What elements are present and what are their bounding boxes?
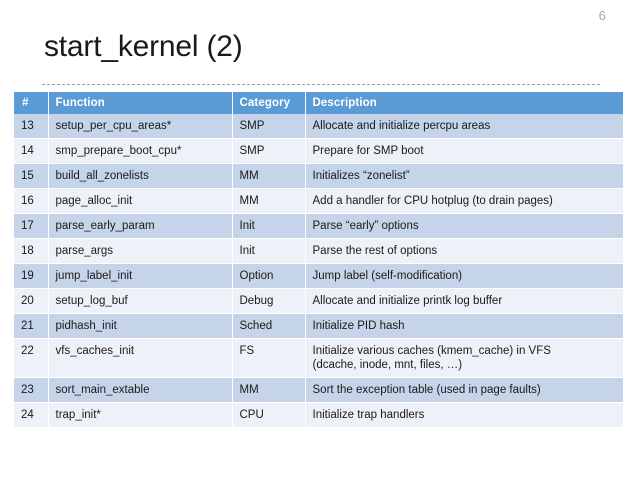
cell-description: Jump label (self-modification)	[305, 263, 623, 289]
page-number: 6	[598, 8, 606, 23]
cell-description: Allocate and initialize percpu areas	[305, 114, 623, 139]
cell-description: Parse “early” options	[305, 213, 623, 239]
cell-description-line: Prepare for SMP boot	[312, 145, 424, 157]
cell-description-line: (dcache, inode, mnt, files, …)	[312, 359, 463, 371]
cell-description-line: Allocate and initialize percpu areas	[312, 120, 491, 132]
cell-description-line: Parse “early” options	[312, 220, 419, 232]
cell-description: Initialize trap handlers	[305, 402, 623, 427]
cell-category: FS	[232, 338, 306, 378]
column-header-category: Category	[232, 92, 306, 114]
column-header-function: Function	[48, 92, 233, 114]
cell-number: 18	[14, 238, 49, 264]
cell-category: Option	[232, 263, 306, 289]
cell-function: setup_log_buf	[48, 288, 233, 314]
cell-category: MM	[232, 163, 306, 189]
placeholder-border	[42, 84, 600, 85]
cell-category: SMP	[232, 114, 306, 139]
cell-description-line: Add a handler for CPU hotplug (to drain …	[312, 195, 553, 207]
cell-description-line: Jump label (self-modification)	[312, 270, 463, 282]
cell-description-line: Sort the exception table (used in page f…	[312, 384, 541, 396]
cell-number: 14	[14, 138, 49, 164]
cell-number: 23	[14, 377, 49, 403]
cell-description-line: Initialize PID hash	[312, 320, 405, 332]
cell-description: Initialize various caches (kmem_cache) i…	[305, 338, 623, 378]
cell-function: jump_label_init	[48, 263, 233, 289]
page-title: start_kernel (2)	[44, 30, 243, 63]
cell-description: Initializes “zonelist”	[305, 163, 623, 189]
cell-category: Debug	[232, 288, 306, 314]
cell-number: 21	[14, 313, 49, 339]
cell-number: 20	[14, 288, 49, 314]
cell-description: Prepare for SMP boot	[305, 138, 623, 164]
cell-function: pidhash_init	[48, 313, 233, 339]
cell-description: Allocate and initialize printk log buffe…	[305, 288, 623, 314]
cell-function: trap_init*	[48, 402, 233, 427]
cell-function: page_alloc_init	[48, 188, 233, 214]
cell-description-line: Allocate and initialize printk log buffe…	[312, 295, 503, 307]
cell-number: 17	[14, 213, 49, 239]
cell-category: SMP	[232, 138, 306, 164]
cell-description-line: Parse the rest of options	[312, 245, 438, 257]
cell-number: 15	[14, 163, 49, 189]
cell-category: Sched	[232, 313, 306, 339]
cell-description: Initialize PID hash	[305, 313, 623, 339]
cell-category: MM	[232, 377, 306, 403]
cell-function: setup_per_cpu_areas*	[48, 114, 233, 139]
cell-function: vfs_caches_init	[48, 338, 233, 378]
cell-description: Add a handler for CPU hotplug (to drain …	[305, 188, 623, 214]
cell-number: 24	[14, 402, 49, 427]
table-header-row: # Function Category Description	[14, 92, 623, 114]
cell-number: 16	[14, 188, 49, 214]
column-header-number: #	[14, 92, 49, 114]
cell-number: 19	[14, 263, 49, 289]
column-header-description: Description	[305, 92, 623, 114]
cell-description: Parse the rest of options	[305, 238, 623, 264]
cell-description-line: Initialize various caches (kmem_cache) i…	[312, 345, 551, 357]
cell-function: build_all_zonelists	[48, 163, 233, 189]
cell-function: parse_early_param	[48, 213, 233, 239]
cell-description-line: Initializes “zonelist”	[312, 170, 410, 182]
cell-category: CPU	[232, 402, 306, 427]
cell-category: Init	[232, 238, 306, 264]
cell-function: parse_args	[48, 238, 233, 264]
cell-function: smp_prepare_boot_cpu*	[48, 138, 233, 164]
cell-category: MM	[232, 188, 306, 214]
cell-function: sort_main_extable	[48, 377, 233, 403]
cell-category: Init	[232, 213, 306, 239]
cell-description-line: Initialize trap handlers	[312, 409, 425, 421]
cell-number: 13	[14, 114, 49, 139]
cell-description: Sort the exception table (used in page f…	[305, 377, 623, 403]
cell-number: 22	[14, 338, 49, 378]
